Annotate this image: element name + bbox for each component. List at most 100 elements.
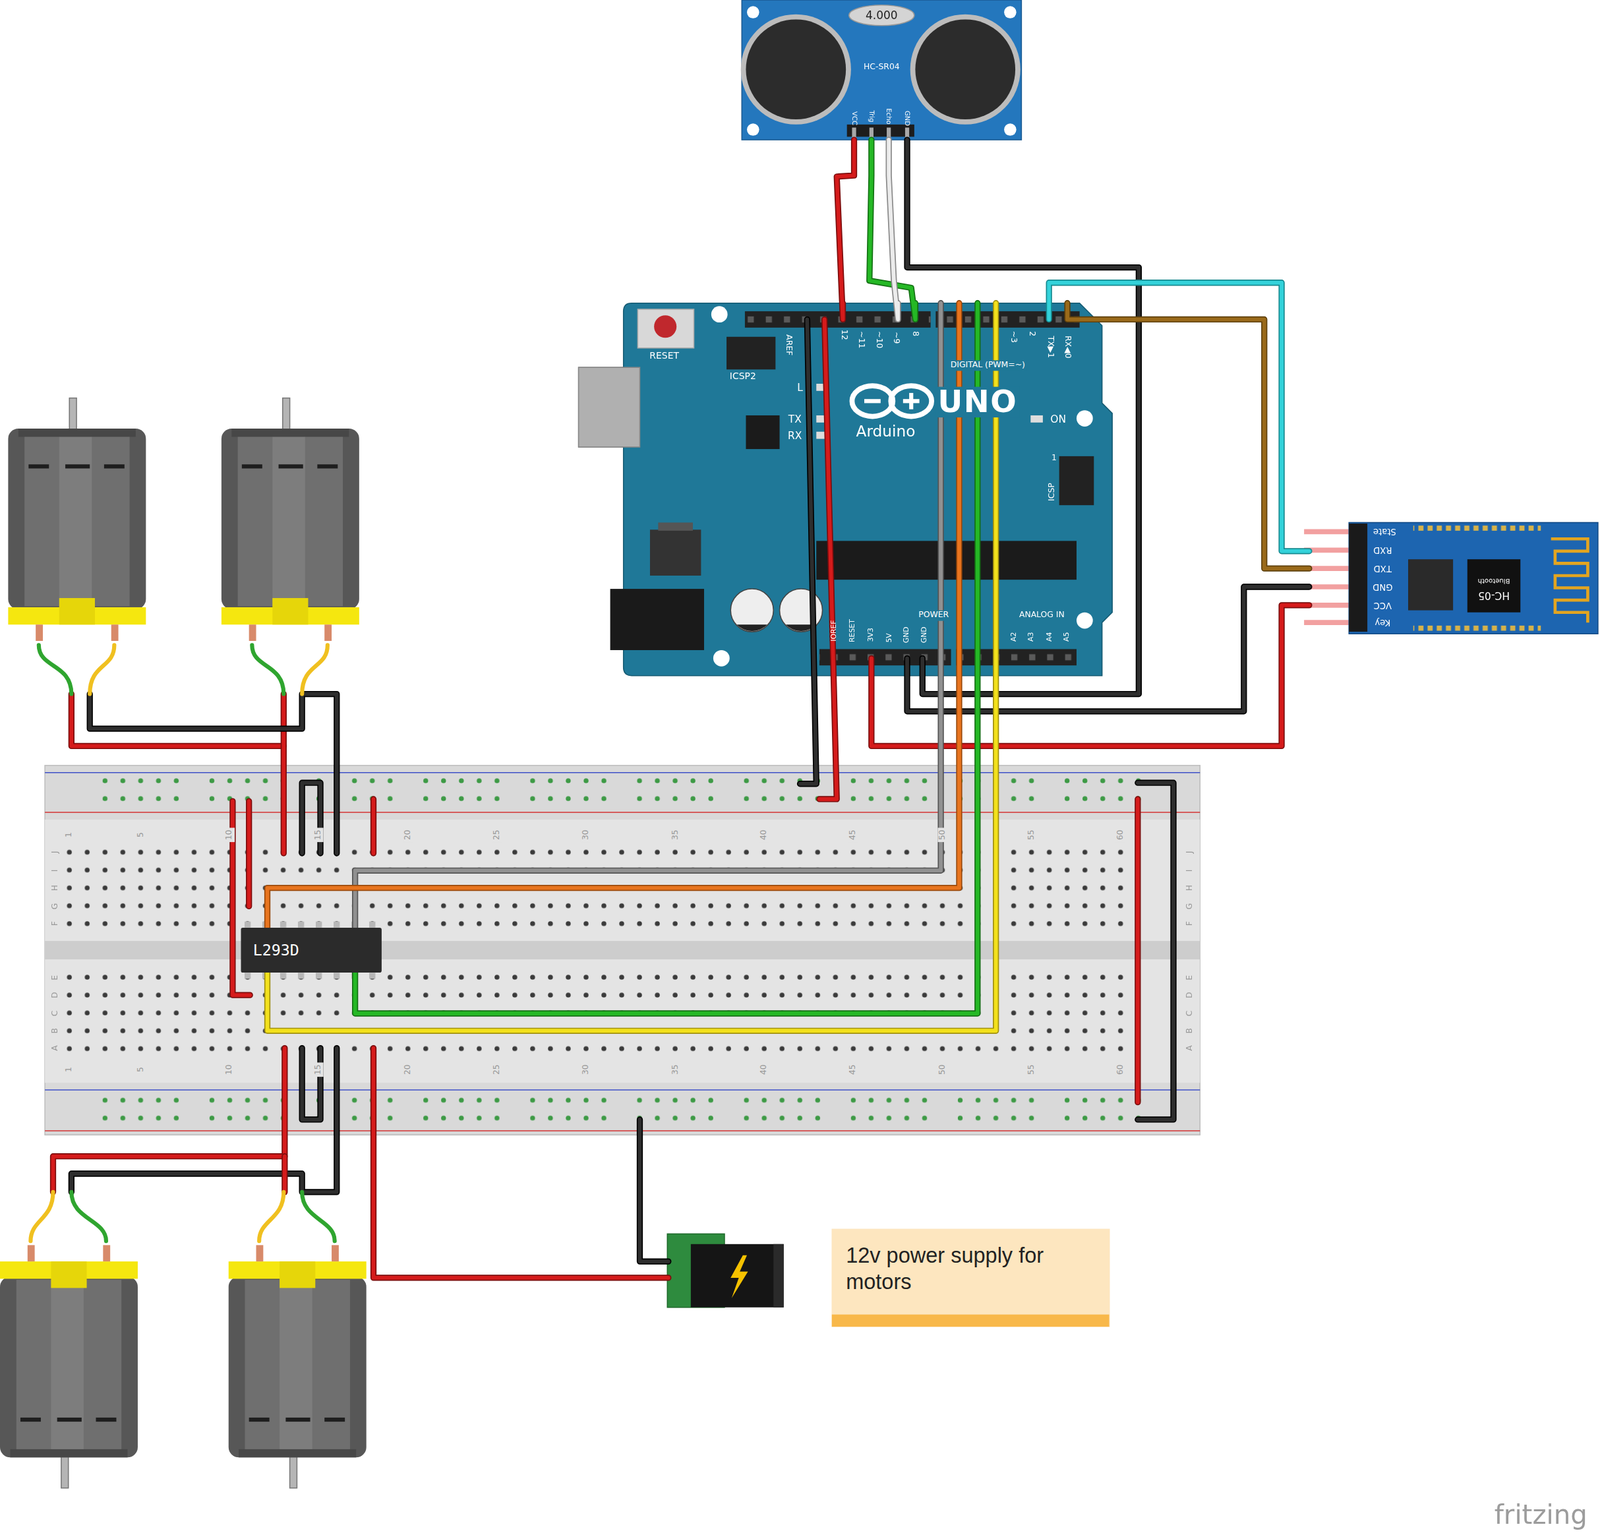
breadboard xyxy=(44,765,1200,1135)
wire-connector xyxy=(267,303,960,928)
board-label: GND xyxy=(903,626,912,643)
column-number: 35 xyxy=(669,1062,680,1077)
ultrasonic-sensor-board xyxy=(740,0,1022,177)
board-label: ~9 xyxy=(891,331,900,344)
motor-lead xyxy=(30,1191,53,1241)
column-number: 10 xyxy=(224,827,235,842)
power-jack xyxy=(730,1255,748,1299)
board-label: RESET xyxy=(849,619,858,643)
board-label: 3V3 xyxy=(867,627,875,642)
wire-connector xyxy=(871,605,1310,747)
watermark: fritzing xyxy=(1494,1501,1588,1528)
column-number: 1 xyxy=(64,829,75,840)
board-logo: UNO xyxy=(935,386,1020,418)
breadboard xyxy=(44,940,1200,960)
arduino-board-art xyxy=(726,336,776,370)
wire xyxy=(71,1048,337,1192)
module-name: Bluetooth xyxy=(1478,577,1511,585)
column-number: 1 xyxy=(64,1064,75,1074)
board-label: ~10 xyxy=(874,330,883,349)
wire-connector xyxy=(1067,303,1310,569)
ultrasonic-sensor-board xyxy=(910,14,1021,125)
wire xyxy=(247,800,252,906)
wire-connector xyxy=(267,303,960,928)
row-letter: C xyxy=(50,1010,59,1017)
wire-connector xyxy=(1067,303,1310,569)
ultrasonic-sensor-board xyxy=(746,123,760,136)
motor-lead xyxy=(259,1191,284,1241)
board-label: RX◀0 xyxy=(1063,335,1072,358)
board-label: RX xyxy=(787,430,802,441)
bluetooth-module: HC-05 Bluetooth xyxy=(1303,522,1599,634)
wire xyxy=(89,694,337,854)
wire-connector xyxy=(888,139,898,320)
wire-connector xyxy=(888,139,898,320)
arduino-board-art xyxy=(816,540,1077,580)
wire-connector xyxy=(267,303,960,928)
arduino-board: ArduinoUNO xyxy=(623,303,1103,676)
crystal-marking: 4.000 xyxy=(865,9,898,22)
column-number: 15 xyxy=(313,827,324,842)
board-label: A2 xyxy=(1010,632,1018,642)
motor-lead xyxy=(30,644,335,1241)
wire-connector xyxy=(267,303,997,1032)
column-number: 25 xyxy=(491,827,502,842)
arduino-board-art xyxy=(650,529,701,576)
wire xyxy=(281,694,286,854)
breadboard xyxy=(44,819,1200,1083)
wire xyxy=(52,319,1174,1277)
board-label: TX▶1 xyxy=(1046,336,1055,358)
row-letter: B xyxy=(50,1027,59,1034)
column-number: 20 xyxy=(402,827,413,842)
arduino-board-art xyxy=(713,650,730,667)
arduino-board-art xyxy=(1059,456,1095,505)
wire xyxy=(281,1156,288,1192)
row-letter: H xyxy=(1185,884,1194,891)
pin-label: Echo xyxy=(885,108,892,124)
pin-label: GND xyxy=(903,110,911,126)
wire xyxy=(1137,782,1174,1120)
dc-motor xyxy=(228,1244,367,1488)
column-number: 55 xyxy=(1026,1062,1037,1077)
ultrasonic-sensor-board xyxy=(1004,123,1017,136)
motor-lead xyxy=(38,644,72,694)
breadboard xyxy=(44,1129,1200,1132)
dc-motor xyxy=(7,398,146,641)
pin-label: Trig xyxy=(868,110,875,122)
wire xyxy=(639,1119,668,1262)
breadboard xyxy=(44,811,1200,813)
board-label: POWER xyxy=(916,610,951,621)
board-label: L xyxy=(797,382,803,393)
wire xyxy=(819,319,837,799)
module-name: HC-05 xyxy=(1478,590,1510,600)
note-box: 12v power supply for motors xyxy=(831,1228,1109,1328)
row-letter: D xyxy=(50,991,59,999)
row-letter: E xyxy=(50,975,59,981)
column-number: 60 xyxy=(1115,1062,1126,1077)
column-number: 15 xyxy=(313,1062,324,1077)
row-letter: F xyxy=(1185,920,1194,926)
ultrasonic-sensor-board xyxy=(746,5,760,19)
breadboard xyxy=(96,1091,1166,1127)
board-label: IOREF xyxy=(831,619,839,641)
row-letter: J xyxy=(50,851,59,854)
column-number: 5 xyxy=(135,1064,146,1074)
power-jack xyxy=(667,1233,784,1307)
arduino-board-art xyxy=(955,648,1077,666)
board-label: ~3 xyxy=(1009,330,1018,343)
wire xyxy=(301,1048,321,1120)
note-text: 12v power supply for motors xyxy=(845,1242,1096,1296)
wire-connector xyxy=(836,139,854,320)
wire-connector xyxy=(907,586,1310,712)
row-letter: E xyxy=(1185,975,1194,981)
column-number: 55 xyxy=(1026,827,1037,842)
bluetooth-board xyxy=(1348,523,1368,632)
arduino-board-art xyxy=(1030,415,1043,423)
wire-connector xyxy=(907,586,1310,712)
ultrasonic-sensor-board xyxy=(915,19,1016,120)
arduino-board-art xyxy=(744,311,931,328)
wire xyxy=(301,782,321,854)
wire-connector xyxy=(907,139,1139,694)
row-letter: G xyxy=(50,903,59,910)
wire-connector xyxy=(355,303,941,928)
